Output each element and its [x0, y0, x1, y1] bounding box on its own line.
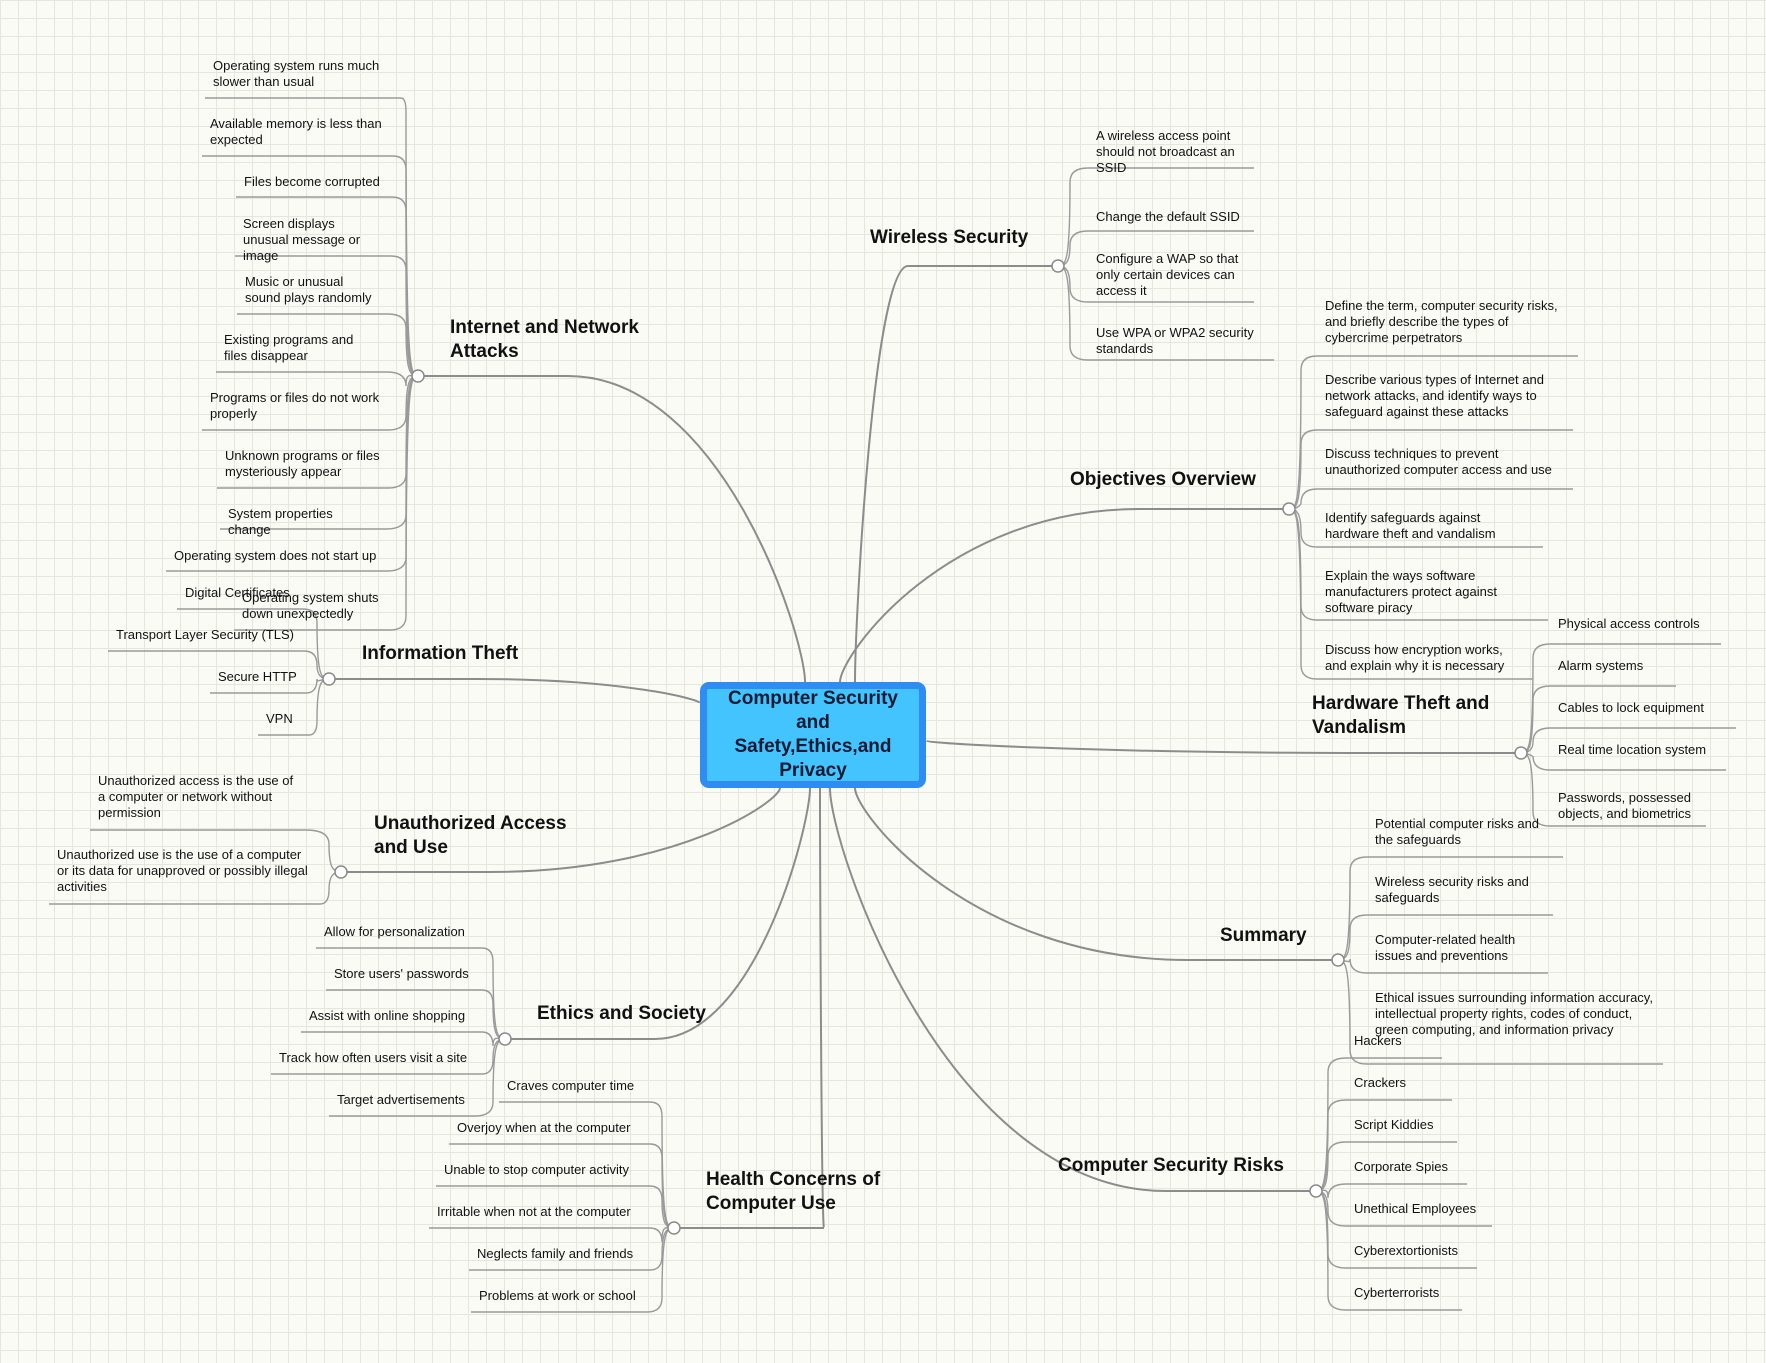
- branch-topic-internet[interactable]: Internet and Network Attacks: [450, 317, 639, 362]
- collapse-knob-ethics[interactable]: [498, 1032, 512, 1046]
- branch-connector-wireless: [854, 265, 1058, 683]
- leaf-topic-infotheft-4[interactable]: VPN: [266, 711, 293, 726]
- leaf-topic-objectives-4[interactable]: Identify safeguards against hardware the…: [1325, 510, 1496, 541]
- branch-topic-hardware[interactable]: Hardware Theft and Vandalism: [1312, 693, 1490, 738]
- leaf-topic-hardware-5[interactable]: Passwords, possessed objects, and biomet…: [1558, 790, 1691, 821]
- branch-topic-summary[interactable]: Summary: [1220, 925, 1307, 946]
- leaf-topic-summary-1[interactable]: Potential computer risks and the safegua…: [1375, 816, 1540, 847]
- branch-connector-hardware: [925, 740, 1521, 754]
- branch-connector-internet: [418, 375, 806, 683]
- leaf-topic-objectives-1[interactable]: Define the term, computer security risks…: [1325, 298, 1558, 345]
- branch-connector-summary: [854, 787, 1338, 961]
- leaf-topic-risks-6[interactable]: Cyberextortionists: [1354, 1243, 1459, 1258]
- leaf-topic-ethics-2[interactable]: Store users' passwords: [334, 966, 469, 981]
- collapse-knobs[interactable]: [322, 259, 1528, 1235]
- collapse-knob-risks[interactable]: [1309, 1184, 1323, 1198]
- leaf-topic-unauth-2[interactable]: Unauthorized use is the use of a compute…: [57, 847, 308, 894]
- leaf-topic-internet-1[interactable]: Operating system runs much slower than u…: [213, 58, 380, 89]
- leaf-connector-ethics-1: [316, 947, 506, 1040]
- leaf-topic-internet-3[interactable]: Files become corrupted: [244, 174, 380, 189]
- leaf-topic-ethics-1[interactable]: Allow for personalization: [324, 924, 465, 939]
- leaf-connector-ethics-3: [301, 1031, 506, 1047]
- branch-topic-ethics[interactable]: Ethics and Society: [537, 1003, 706, 1024]
- leaf-topic-internet-2[interactable]: Available memory is less than expected: [210, 116, 382, 147]
- branch-topic-objectives[interactable]: Objectives Overview: [1070, 469, 1256, 490]
- leaf-topic-hardware-2[interactable]: Alarm systems: [1558, 658, 1644, 673]
- leaf-topic-internet-7[interactable]: Programs or files do not work properly: [210, 390, 380, 421]
- leaf-topic-summary-2[interactable]: Wireless security risks and safeguards: [1375, 874, 1529, 905]
- leaf-topic-objectives-6[interactable]: Discuss how encryption works, and explai…: [1325, 642, 1505, 673]
- leaf-topic-unauth-1[interactable]: Unauthorized access is the use of a comp…: [98, 773, 294, 820]
- leaf-topic-health-3[interactable]: Unable to stop computer activity: [444, 1162, 629, 1177]
- leaf-topic-health-5[interactable]: Neglects family and friends: [477, 1246, 634, 1261]
- leaf-topic-summary-4[interactable]: Ethical issues surrounding information a…: [1375, 990, 1653, 1037]
- leaf-connector-hardware-2: [1520, 685, 1676, 754]
- collapse-knob-infotheft[interactable]: [322, 672, 336, 686]
- root-topic-title: Computer Security and Safety,Ethics,and …: [728, 688, 898, 781]
- leaf-topic-health-6[interactable]: Problems at work or school: [479, 1288, 636, 1303]
- leaf-topic-infotheft-3[interactable]: Secure HTTP: [218, 669, 297, 684]
- branch-topic-unauth[interactable]: Unauthorized Access and Use: [374, 813, 567, 858]
- leaf-connector-health-4: [429, 1226, 675, 1243]
- collapse-knob-wireless[interactable]: [1051, 259, 1065, 273]
- branch-connector-infotheft: [329, 678, 701, 704]
- branch-connector-health: [674, 787, 825, 1229]
- leaf-topic-health-2[interactable]: Overjoy when at the computer: [457, 1120, 631, 1135]
- leaf-connector-risks-2: [1315, 1099, 1452, 1192]
- branch-topic-risks[interactable]: Computer Security Risks: [1058, 1155, 1284, 1176]
- leaf-topic-ethics-5[interactable]: Target advertisements: [337, 1092, 465, 1107]
- leaf-connector-internet-6: [216, 371, 419, 387]
- leaf-topic-internet-8[interactable]: Unknown programs or files mysteriously a…: [225, 448, 380, 479]
- leaf-topic-health-1[interactable]: Craves computer time: [507, 1078, 635, 1093]
- leaf-topic-risks-5[interactable]: Unethical Employees: [1354, 1201, 1477, 1216]
- leaf-connector-risks-4: [1315, 1183, 1467, 1199]
- leaf-topic-internet-9[interactable]: System properties change: [228, 506, 333, 537]
- root-topic[interactable]: Computer Security and Safety,Ethics,and …: [700, 682, 926, 788]
- leaf-topic-health-4[interactable]: Irritable when not at the computer: [437, 1204, 631, 1219]
- leaf-topic-objectives-2[interactable]: Describe various types of Internet and n…: [1325, 372, 1544, 419]
- branch-topic-health[interactable]: Health Concerns of Computer Use: [706, 1169, 881, 1214]
- leaf-topic-risks-2[interactable]: Crackers: [1354, 1075, 1407, 1090]
- leaf-topic-wireless-2[interactable]: Change the default SSID: [1096, 209, 1240, 224]
- leaf-topic-internet-4[interactable]: Screen displays unusual message or image: [243, 216, 361, 263]
- branch-connector-risks: [829, 787, 1316, 1192]
- leaf-topic-hardware-4[interactable]: Real time location system: [1558, 742, 1707, 757]
- branch-topic-wireless[interactable]: Wireless Security: [870, 227, 1029, 248]
- leaf-topic-wireless-4[interactable]: Use WPA or WPA2 security standards: [1096, 325, 1254, 356]
- leaf-topic-internet-5[interactable]: Music or unusual sound plays randomly: [245, 274, 372, 305]
- leaf-topic-objectives-5[interactable]: Explain the ways software manufacturers …: [1325, 568, 1497, 615]
- leaf-topic-internet-10[interactable]: Operating system does not start up: [174, 548, 377, 563]
- branch-connector-unauth: [341, 787, 781, 873]
- leaf-topic-risks-3[interactable]: Script Kiddies: [1354, 1117, 1434, 1132]
- leaf-topic-infotheft-1[interactable]: Digital Certificates: [185, 585, 290, 600]
- leaf-topic-risks-1[interactable]: Hackers: [1354, 1033, 1402, 1048]
- leaf-topic-ethics-4[interactable]: Track how often users visit a site: [279, 1050, 468, 1065]
- leaf-topic-infotheft-2[interactable]: Transport Layer Security (TLS): [116, 627, 294, 642]
- collapse-knob-unauth[interactable]: [334, 865, 348, 879]
- collapse-knob-internet[interactable]: [411, 369, 425, 383]
- collapse-knob-health[interactable]: [667, 1221, 681, 1235]
- leaf-topic-internet-6[interactable]: Existing programs and files disappear: [224, 332, 354, 363]
- branch-connector-objectives: [839, 508, 1289, 683]
- branch-topic-infotheft[interactable]: Information Theft: [362, 643, 519, 664]
- leaf-topic-internet-11[interactable]: Operating system shuts down unexpectedly: [242, 590, 379, 621]
- leaf-topic-wireless-3[interactable]: Configure a WAP so that only certain dev…: [1096, 251, 1239, 298]
- leaf-topic-risks-4[interactable]: Corporate Spies: [1354, 1159, 1448, 1174]
- leaf-topic-wireless-1[interactable]: A wireless access point should not broad…: [1096, 128, 1235, 175]
- leaf-topic-objectives-3[interactable]: Discuss techniques to prevent unauthoriz…: [1325, 446, 1552, 477]
- collapse-knob-hardware[interactable]: [1514, 746, 1528, 760]
- leaf-topic-ethics-3[interactable]: Assist with online shopping: [309, 1008, 466, 1023]
- collapse-knob-objectives[interactable]: [1282, 502, 1296, 516]
- leaf-topic-risks-7[interactable]: Cyberterrorists: [1354, 1285, 1440, 1300]
- leaf-connector-objectives-3: [1288, 488, 1573, 510]
- leaf-topic-hardware-3[interactable]: Cables to lock equipment: [1558, 700, 1704, 715]
- leaf-topic-hardware-1[interactable]: Physical access controls: [1558, 616, 1700, 631]
- collapse-knob-summary[interactable]: [1331, 953, 1345, 967]
- branch-connector-ethics: [505, 787, 811, 1040]
- leaf-topic-summary-3[interactable]: Computer-related health issues and preve…: [1375, 932, 1516, 963]
